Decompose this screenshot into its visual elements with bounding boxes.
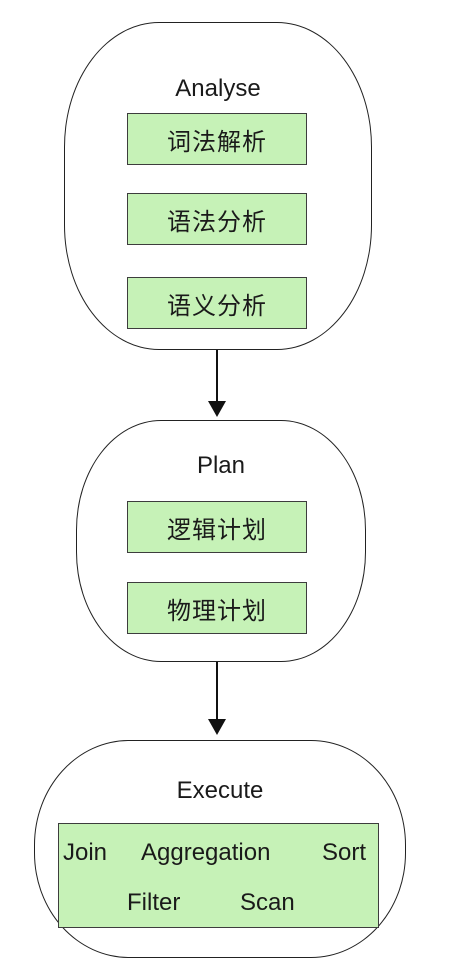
step-lexical-analysis: 词法解析 — [127, 113, 307, 165]
stage-title-plan: Plan — [196, 452, 246, 479]
operator-join: Join — [63, 839, 108, 866]
arrow-head-analyse-to-plan — [208, 401, 226, 417]
step-logical-plan: 逻辑计划 — [127, 501, 307, 553]
arrow-plan-to-execute — [216, 662, 218, 720]
stage-title-execute: Execute — [176, 777, 264, 804]
operator-scan: Scan — [240, 889, 295, 916]
step-semantic-analysis: 语义分析 — [127, 277, 307, 329]
operator-aggregation: Aggregation — [141, 839, 271, 866]
operator-filter: Filter — [127, 889, 181, 916]
arrow-head-plan-to-execute — [208, 719, 226, 735]
step-syntax-analysis: 语法分析 — [127, 193, 307, 245]
execute-operators-panel — [58, 823, 379, 928]
stage-title-analyse: Analyse — [175, 75, 261, 102]
step-physical-plan: 物理计划 — [127, 582, 307, 634]
operator-sort: Sort — [322, 839, 367, 866]
arrow-analyse-to-plan — [216, 350, 218, 402]
